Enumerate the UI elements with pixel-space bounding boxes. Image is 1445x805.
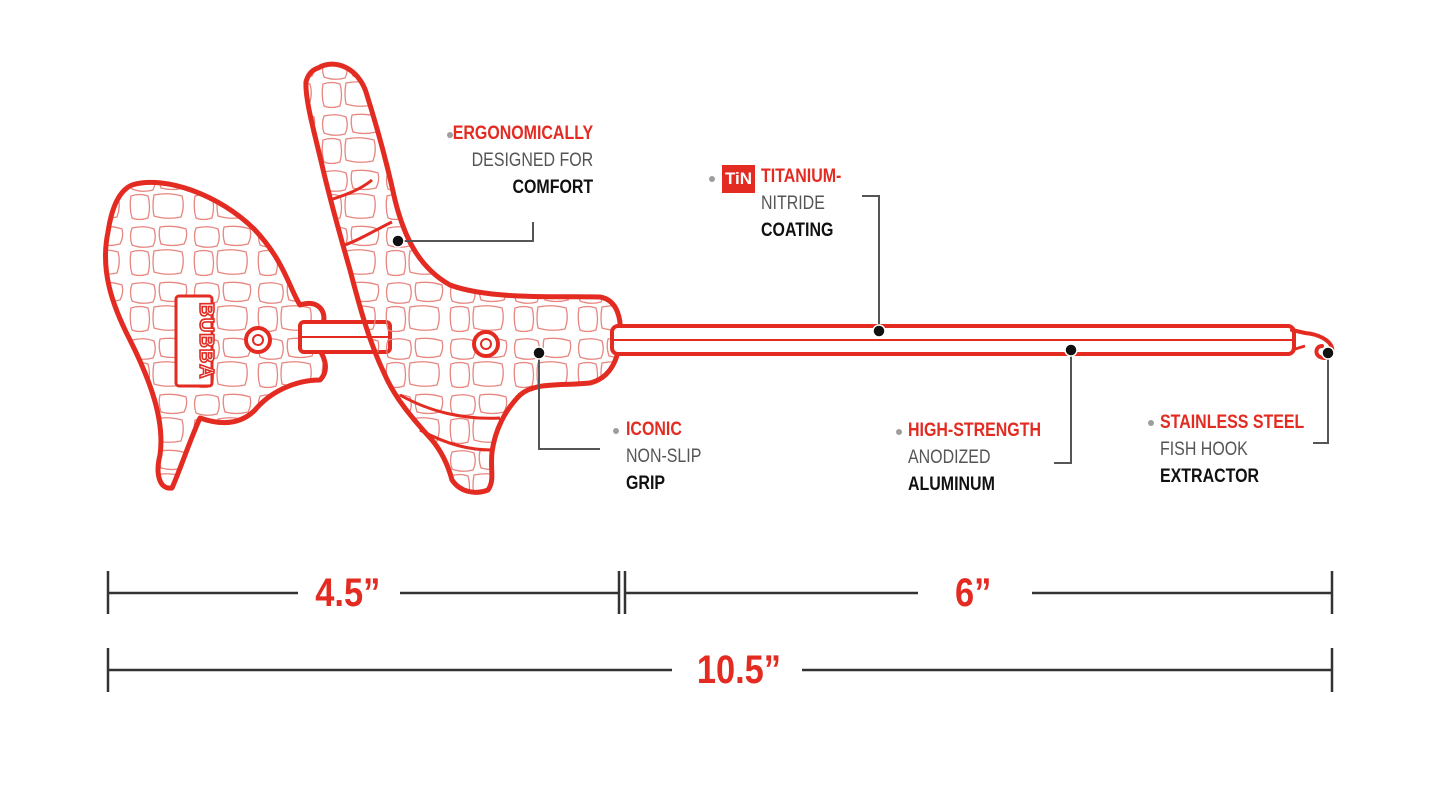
dimension-lines	[106, 571, 1334, 692]
callout-shaft-line2: ANODIZED	[908, 447, 991, 468]
leader-grip	[538, 353, 600, 450]
rear-fin-handle	[103, 179, 328, 491]
callout-ergonomic-line3: COMFORT	[512, 177, 593, 198]
callout-ergonomic: ERGONOMICALLY DESIGNED FOR COMFORT	[453, 120, 593, 201]
callout-coating-line3: COATING	[761, 220, 834, 241]
callout-coating-line2: NITRIDE	[761, 193, 825, 214]
callout-grip-line2: NON-SLIP	[626, 446, 702, 467]
dimension-total-label: 10.5”	[696, 648, 782, 692]
aluminum-shaft	[610, 324, 1335, 360]
tin-badge: TiN	[722, 165, 755, 193]
leader-hook	[1313, 353, 1329, 444]
bullet-grip	[613, 428, 619, 434]
rear-fin-shape	[103, 179, 328, 491]
front-rivet	[472, 330, 500, 358]
callout-coating-line1: TITANIUM-	[761, 166, 842, 187]
dimension-handle-label: 4.5”	[315, 571, 381, 615]
leader-lines	[398, 195, 1329, 464]
leader-shaft	[1054, 350, 1072, 464]
leader-dots	[391, 234, 1335, 360]
bullet-ergonomic	[447, 132, 453, 138]
callout-grip-line1: ICONIC	[626, 419, 682, 440]
callout-ergonomic-line1: ERGONOMICALLY	[452, 123, 593, 144]
front-grip-shape	[303, 61, 623, 495]
callout-hook-line3: EXTRACTOR	[1160, 466, 1260, 487]
bullet-coating	[709, 176, 715, 182]
callout-grip: ICONIC NON-SLIP GRIP	[626, 416, 701, 497]
leader-coating	[862, 195, 880, 331]
bubba-logo-plate: BUBBA	[174, 294, 218, 388]
tin-badge-text: TiN	[724, 169, 753, 188]
callout-ergonomic-line2: DESIGNED FOR	[471, 150, 593, 171]
callout-shaft: HIGH-STRENGTH ANODIZED ALUMINUM	[908, 417, 1041, 498]
callout-shaft-line3: ALUMINUM	[908, 474, 995, 495]
bullet-shaft	[896, 429, 902, 435]
leader-ergonomic	[398, 222, 534, 242]
bubba-logo-text: BUBBA	[195, 302, 217, 379]
bullet-hook	[1148, 420, 1154, 426]
callout-hook: STAINLESS STEEL FISH HOOK EXTRACTOR	[1160, 409, 1304, 490]
front-grip-handle	[303, 61, 623, 495]
callout-shaft-line1: HIGH-STRENGTH	[908, 420, 1041, 441]
callout-coating: TITANIUM- NITRIDE COATING	[761, 163, 841, 244]
rear-rivet	[244, 326, 272, 354]
callout-grip-line3: GRIP	[626, 473, 666, 494]
dimension-shaft-label: 6”	[954, 571, 992, 615]
callout-hook-line2: FISH HOOK	[1160, 439, 1248, 460]
callout-hook-line1: STAINLESS STEEL	[1160, 412, 1305, 433]
